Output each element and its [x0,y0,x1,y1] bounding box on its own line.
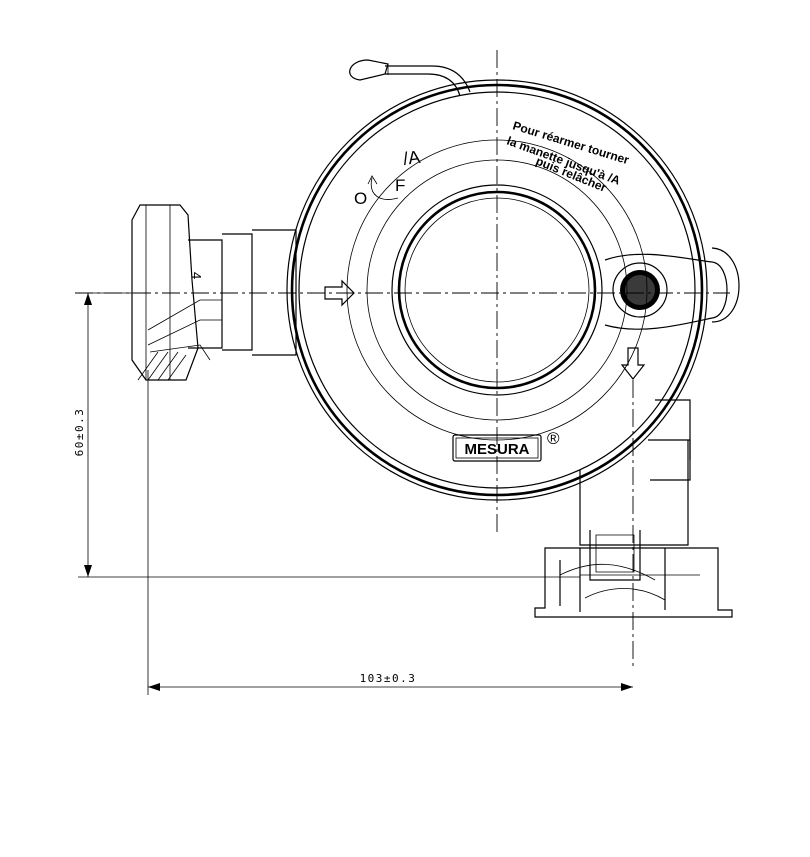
brand-badge: MESURA ® [452,429,560,462]
position-arm-label: /A [402,147,422,169]
brand-label: MESURA [464,441,529,458]
outlet-fitting [534,399,733,618]
dimension-vertical: 60±0.3 [73,292,580,578]
centre-lines [75,50,730,668]
dimension-horizontal-label: 103±0.3 [360,672,417,685]
inlet-fitting [131,204,297,381]
instruction-text: Pour réarmer tourner la manette jusqu'à … [505,118,631,194]
inlet-mark-label: 4 [189,272,204,279]
position-open-label: O [354,189,367,208]
dimension-vertical-label: 60±0.3 [73,408,86,457]
dimension-horizontal: 103±0.3 [147,370,633,695]
flow-arrows [324,279,646,380]
registered-mark: ® [547,429,560,448]
rotate-arrow-icon [370,177,399,200]
position-marks: O F /A [354,147,421,208]
flow-arrow-right-icon [324,279,355,307]
position-closed-label: F [395,176,405,195]
flow-arrow-down-icon [620,347,646,380]
reset-latch [604,247,740,330]
